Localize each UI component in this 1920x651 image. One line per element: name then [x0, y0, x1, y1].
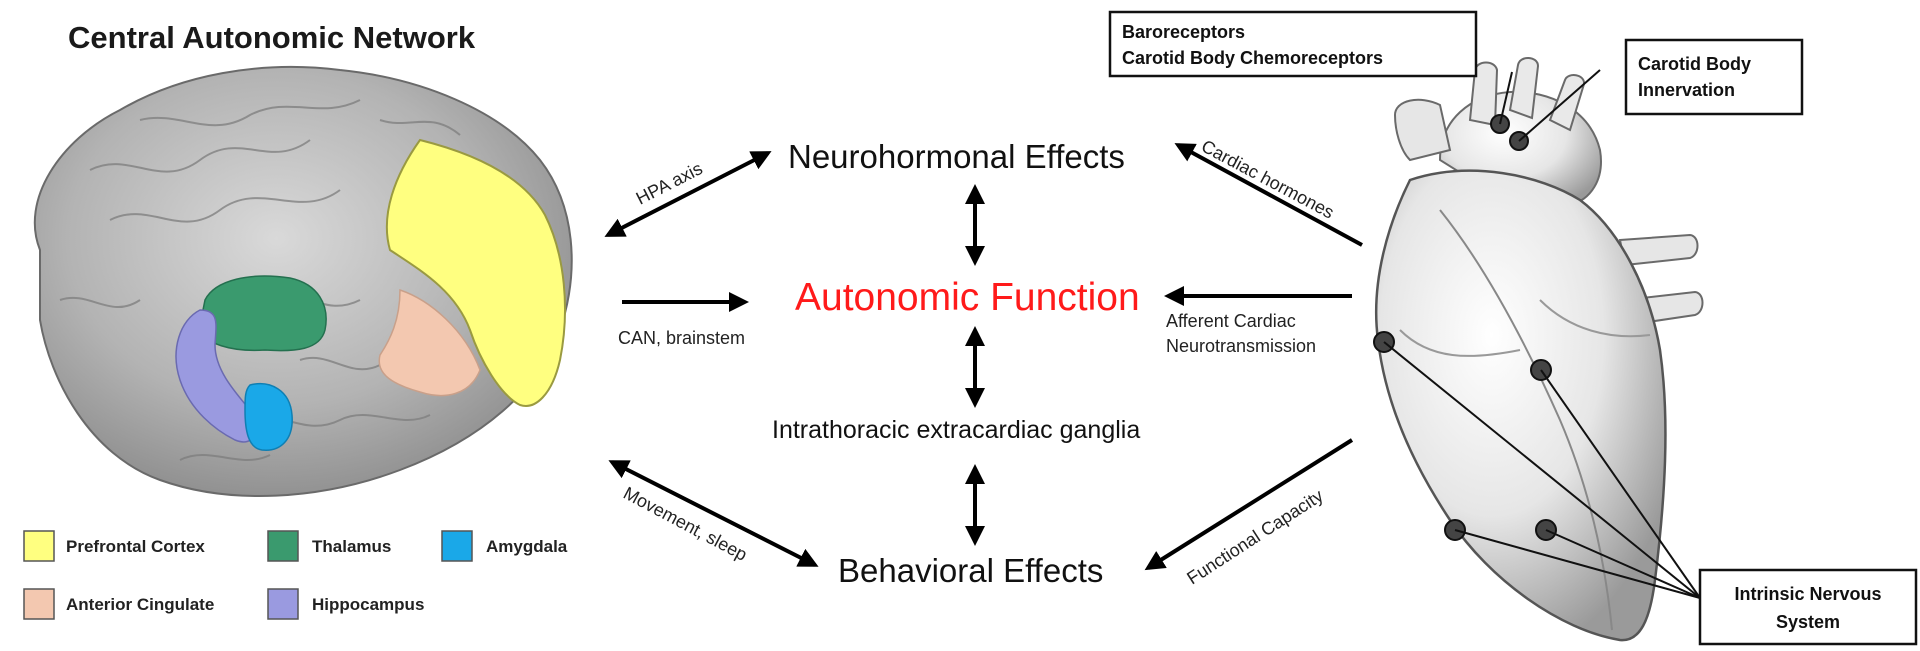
legend-item-thalamus: Thalamus [267, 530, 391, 562]
brain-gyri [59, 99, 461, 461]
arrow-movement-sleep [608, 460, 819, 567]
label-hpa-axis: HPA axis [633, 158, 706, 208]
arrow-cardiac-hormones [1174, 143, 1363, 247]
legend-label-amygdala: Amygdala [486, 537, 568, 556]
region-prefrontal-cortex [385, 138, 566, 407]
legend-item-amygdala: Amygdala [441, 530, 568, 562]
arrow-functional-capacity [1144, 438, 1354, 571]
box-carotid-body: Carotid Body Innervation [1624, 38, 1804, 116]
leader-lines [1383, 69, 1701, 599]
legend-item-prefrontal: Prefrontal Cortex [23, 530, 205, 562]
legend-label-hippocampus: Hippocampus [312, 595, 424, 614]
box-intrinsic-nervous: Intrinsic Nervous System [1698, 568, 1918, 646]
heart-svc [1393, 98, 1452, 162]
legend-swatch-anterior-cingulate [23, 588, 55, 620]
region-thalamus [199, 275, 327, 352]
label-afferent-line2: Neurotransmission [1166, 336, 1316, 356]
box-intrinsic-line1: Intrinsic Nervous [1734, 584, 1881, 604]
legend: Prefrontal Cortex Thalamus Amygdala Ante… [23, 530, 568, 620]
box-baroreceptors: Baroreceptors Carotid Body Chemoreceptor… [1108, 10, 1478, 78]
legend-label-anterior-cingulate: Anterior Cingulate [66, 595, 214, 614]
legend-swatch-thalamus [267, 530, 299, 562]
heart-groove [1439, 209, 1613, 631]
node-intrathoracic-ganglia: Intrathoracic extracardiac ganglia [772, 416, 1140, 444]
heart-vessel-2 [1508, 57, 1540, 120]
box-baroreceptors-line1: Baroreceptors [1122, 22, 1245, 42]
heart-pulmonary-1 [1618, 233, 1699, 267]
legend-swatch-prefrontal [23, 530, 55, 562]
box-intrinsic-line2: System [1776, 612, 1840, 632]
node-autonomic-function: Autonomic Function [795, 276, 1140, 319]
legend-swatch-hippocampus [267, 588, 299, 620]
arrow-hpa-axis [604, 151, 772, 237]
legend-label-prefrontal: Prefrontal Cortex [66, 537, 205, 556]
heart-groove-3 [1539, 299, 1651, 338]
legend-label-thalamus: Thalamus [312, 537, 391, 556]
node-behavioral-effects: Behavioral Effects [838, 552, 1103, 589]
box-carotid-line2: Innervation [1638, 80, 1735, 100]
box-baroreceptors-line2: Carotid Body Chemoreceptors [1122, 48, 1383, 68]
legend-item-hippocampus: Hippocampus [267, 588, 424, 620]
diagram-title: Central Autonomic Network [68, 20, 476, 55]
heart-illustration [1373, 57, 1704, 642]
legend-item-anterior-cingulate: Anterior Cingulate [23, 588, 214, 620]
node-neurohormonal-effects: Neurohormonal Effects [788, 138, 1125, 175]
region-amygdala [244, 383, 293, 451]
label-afferent-line1: Afferent Cardiac [1166, 311, 1296, 331]
label-cardiac-hormones: Cardiac hormones [1198, 136, 1337, 223]
region-anterior-cingulate [378, 288, 481, 397]
brain-illustration [33, 65, 573, 498]
heart-groove-2 [1399, 329, 1521, 357]
label-can-brainstem: CAN, brainstem [618, 328, 745, 348]
box-carotid-line1: Carotid Body [1638, 54, 1751, 74]
legend-swatch-amygdala [441, 530, 473, 562]
